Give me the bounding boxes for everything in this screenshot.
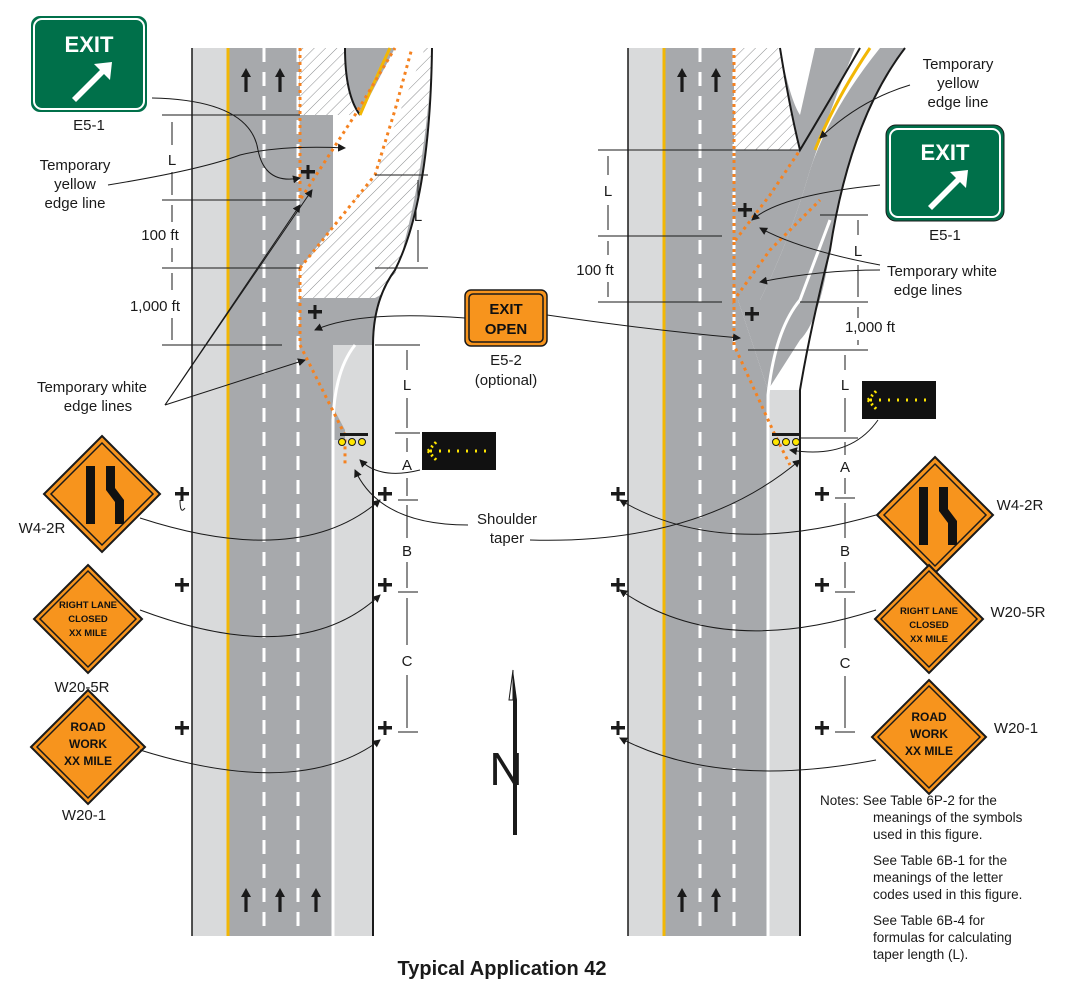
notes-block: Notes: See Table 6P-2 for the meanings o…: [820, 793, 1023, 962]
note-line-8: formulas for calculating: [873, 930, 1012, 945]
road-work-line3-right: XX MILE: [905, 744, 953, 758]
dim-L-3: L: [403, 377, 411, 394]
label-shoulder-taper-2: taper: [490, 530, 524, 547]
exit-guide-code-right: E5-1: [929, 227, 961, 244]
note-line-6: codes used in this figure.: [873, 887, 1022, 902]
dim-100-right: 100 ft: [576, 262, 614, 279]
exit-guide-sign-left: EXIT: [29, 14, 149, 114]
exit-open-code: E5-2: [490, 352, 522, 369]
label-temp-yellow-left-2: yellow: [54, 176, 96, 193]
exit-guide-sign-right: EXIT: [885, 124, 1005, 222]
road-work-line3: XX MILE: [64, 754, 112, 768]
lane-closed-line3-right: XX MILE: [910, 634, 948, 645]
label-temp-yellow-right-2: yellow: [937, 75, 979, 92]
lane-closed-line1: RIGHT LANE: [59, 600, 117, 611]
label-temp-white-left-1: Temporary white: [37, 379, 147, 396]
lane-ends-code-right: W4-2R: [997, 497, 1044, 514]
exit-open-sign: EXIT OPEN: [464, 289, 548, 347]
dimensions-right: [598, 149, 868, 733]
left-shoulder: [192, 48, 228, 936]
exit-open-note: (optional): [475, 372, 538, 389]
dim-A-left: A: [402, 457, 412, 474]
exit-open-line1: EXIT: [489, 301, 522, 318]
road-work-line2-right: WORK: [910, 727, 948, 741]
dim-C-right: C: [840, 655, 851, 672]
dim-L-6: L: [841, 377, 849, 394]
arrow-board-left: [422, 432, 496, 470]
note-line-9: taper length (L).: [873, 947, 968, 962]
label-temp-yellow-right-1: Temporary: [923, 56, 994, 73]
lane-closed-sign-right: RIGHT LANE CLOSED XX MILE: [873, 563, 985, 675]
gore-hatch-upper: [300, 48, 357, 115]
lane-closed-line3: XX MILE: [69, 628, 107, 639]
exit-guide-code-left: E5-1: [73, 117, 105, 134]
road-work-sign-left: ROAD WORK XX MILE: [29, 688, 147, 806]
note-line-7: See Table 6B-4 for: [873, 913, 985, 928]
dim-1000-left: 1,000 ft: [130, 298, 181, 315]
dim-A-right: A: [840, 459, 850, 476]
note-line-4: See Table 6B-1 for the: [873, 853, 1007, 868]
lane-ends-sign-right: [875, 455, 995, 575]
north-arrow-icon: [508, 669, 517, 835]
dim-L-5: L: [854, 243, 862, 260]
exit-guide-text: EXIT: [65, 32, 114, 57]
road-work-sign-right: ROAD WORK XX MILE: [870, 678, 988, 796]
label-temp-yellow-left-1: Temporary: [40, 157, 111, 174]
road-work-line2: WORK: [69, 737, 107, 751]
label-temp-white-right-1: Temporary white: [887, 263, 997, 280]
lane-closed-line1-right: RIGHT LANE: [900, 606, 958, 617]
lane-closed-code-left: W20-5R: [54, 679, 109, 696]
road-work-code-left: W20-1: [62, 807, 106, 824]
label-temp-white-right-2: edge lines: [894, 282, 962, 299]
dim-C-left: C: [402, 653, 413, 670]
note-line-1: Notes: See Table 6P-2 for the: [820, 793, 997, 808]
figure-title: Typical Application 42: [398, 958, 607, 980]
arrow-ne-icon: [72, 62, 112, 102]
left-roadway: [175, 47, 433, 936]
dim-L-1: L: [168, 152, 176, 169]
lane-closed-line2: CLOSED: [68, 614, 108, 625]
dim-B-left: B: [402, 543, 412, 560]
arrow-board-right: [862, 381, 936, 419]
road-work-code-right: W20-1: [994, 720, 1038, 737]
lane-closed-sign-left: RIGHT LANE CLOSED XX MILE: [32, 563, 144, 675]
leader-lines: [107, 84, 911, 774]
dim-100-left: 100 ft: [141, 227, 179, 244]
label-temp-yellow-right-3: edge line: [928, 94, 989, 111]
lane-ends-code-left: W4-2R: [19, 520, 66, 537]
exit-ramp: [345, 48, 390, 115]
note-line-3: used in this figure.: [873, 827, 983, 842]
gore-hatch-lower: [300, 48, 432, 298]
right-roadway: [611, 47, 906, 936]
dim-L-2: L: [414, 208, 422, 225]
note-line-2: meanings of the symbols: [873, 810, 1023, 825]
lane-closed-line2-right: CLOSED: [909, 620, 949, 631]
road-work-line1-right: ROAD: [911, 710, 947, 724]
label-temp-yellow-left-3: edge line: [45, 195, 106, 212]
label-shoulder-taper-1: Shoulder: [477, 511, 537, 528]
road-work-line1: ROAD: [70, 720, 106, 734]
exit-open-line2: OPEN: [485, 321, 528, 338]
label-temp-white-left-2: edge lines: [64, 398, 132, 415]
north-label: N: [489, 743, 522, 795]
note-line-5: meanings of the letter: [873, 870, 1003, 885]
lane-ends-sign-left: [42, 434, 162, 554]
dim-1000-right: 1,000 ft: [845, 319, 896, 336]
exit-guide-text-right: EXIT: [921, 140, 970, 165]
arrow-ne-icon: [928, 170, 968, 210]
dimensions-left: [162, 114, 428, 733]
dim-B-right: B: [840, 543, 850, 560]
lane-closed-code-right: W20-5R: [990, 604, 1045, 621]
dim-L-4: L: [604, 183, 612, 200]
